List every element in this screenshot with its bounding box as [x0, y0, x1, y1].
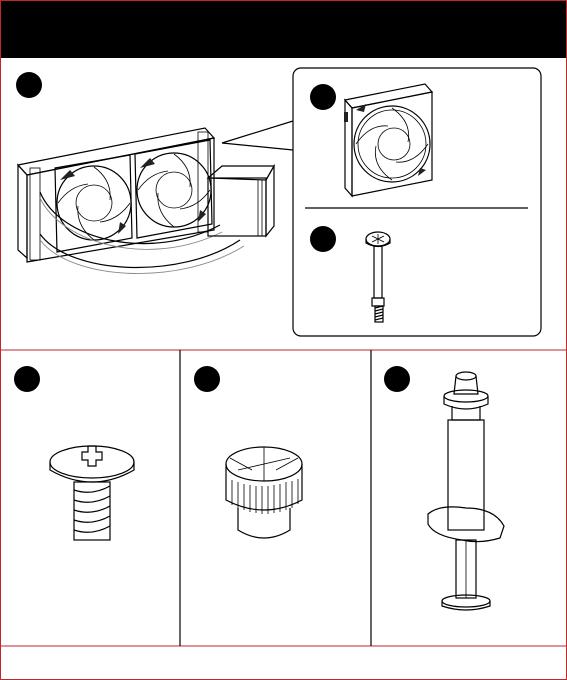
part-badge-2: [310, 84, 336, 110]
callout-pointer-top: [222, 121, 293, 143]
part-badge-5: [194, 366, 220, 392]
part-badge-1: [16, 72, 42, 98]
part-badge-3: [310, 226, 336, 252]
part-badge-4: [14, 366, 40, 392]
callout-box: [293, 68, 541, 336]
short-screw-icon: [50, 446, 134, 540]
fan-icon: [344, 84, 432, 196]
part-badge-6: [384, 366, 410, 392]
callout-pointer-bottom: [222, 143, 293, 150]
thermal-paste-syringe-icon: [428, 372, 504, 610]
long-screw-icon: [366, 232, 390, 322]
aio-cooler-icon: [18, 128, 274, 274]
thumb-nut-icon: [226, 447, 302, 538]
